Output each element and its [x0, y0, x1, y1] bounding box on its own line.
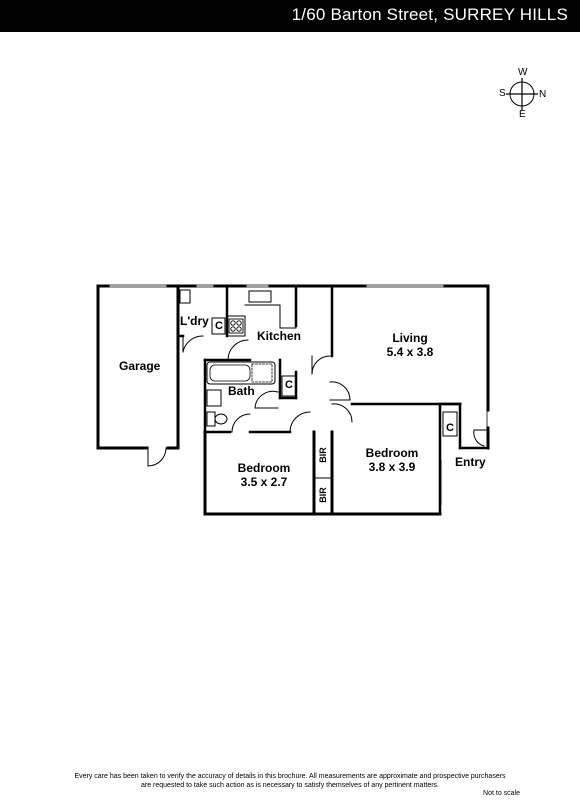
room-bath-label: Bath — [228, 384, 255, 398]
bir-upper-label: BIR — [318, 447, 328, 463]
room-bedroom1-name: Bedroom — [365, 446, 419, 460]
disclaimer: Every care has been taken to verify the … — [20, 772, 560, 790]
entry-door — [473, 429, 489, 447]
bath-walls — [203, 358, 298, 434]
vanity-icon — [206, 389, 222, 407]
laundry-closet-label: C — [215, 320, 223, 332]
disclaimer-line-2: are requested to take such action as is … — [140, 782, 440, 789]
room-living-label: Living 5.4 x 3.8 — [375, 331, 445, 359]
bath-door — [254, 390, 279, 409]
bathtub-icon — [206, 361, 276, 385]
room-bedroom1-size: 3.8 x 3.9 — [368, 460, 416, 474]
compass-icon — [506, 78, 538, 110]
room-bedroom2-size: 3.5 x 2.7 — [240, 475, 288, 489]
entry-closet-label: C — [446, 422, 454, 434]
compass: W S N E — [499, 66, 550, 122]
disclaimer-line-1: Every care has been taken to verify the … — [74, 773, 506, 780]
bedroom-door — [289, 411, 311, 433]
bir-lower-label: BIR — [318, 487, 328, 503]
compass-west-label: W — [518, 67, 528, 78]
room-living-size: 5.4 x 3.8 — [386, 345, 434, 359]
room-kitchen-label: Kitchen — [257, 329, 302, 343]
laundry-tub-icon — [179, 289, 191, 304]
kitchen-door — [227, 339, 249, 361]
garage-side-door — [147, 447, 167, 467]
kitchen-sink-icon — [248, 290, 272, 303]
bedroom-walls — [203, 430, 442, 516]
room-living-name: Living — [392, 331, 428, 345]
shower-icon — [251, 363, 273, 383]
hall-closet-label: C — [285, 379, 293, 391]
room-entry-label: Entry — [455, 455, 486, 469]
laundry-door — [182, 335, 204, 353]
not-to-scale-label: Not to scale — [483, 790, 520, 797]
toilet-icon — [206, 411, 216, 427]
interior-walls — [330, 284, 490, 516]
compass-east-label: E — [519, 109, 526, 120]
kitchen-walls — [176, 284, 298, 450]
cooktop-icon — [228, 318, 244, 334]
room-bedroom2-label: Bedroom 3.5 x 2.7 — [229, 461, 299, 489]
room-bedroom1-label: Bedroom 3.8 x 3.9 — [355, 446, 429, 474]
room-laundry-label: L'dry — [180, 314, 209, 328]
compass-south-label: S — [499, 88, 506, 99]
kitchen-bench — [244, 304, 297, 329]
laundry-closet — [211, 317, 226, 335]
entry-closet — [442, 411, 458, 437]
bedroom-door — [231, 413, 251, 433]
hall-door — [331, 403, 353, 423]
property-address: 1/60 Barton Street, SURREY HILLS — [291, 5, 568, 24]
hall-closet — [281, 375, 297, 397]
room-garage-label: Garage — [119, 359, 161, 373]
compass-north-label: N — [539, 89, 547, 100]
room-bedroom2-name: Bedroom — [237, 461, 291, 475]
kitchen-bench — [226, 315, 246, 337]
header-bar: 1/60 Barton Street, SURREY HILLS — [0, 0, 580, 32]
hall-door — [329, 381, 351, 401]
hall-door — [311, 355, 331, 375]
